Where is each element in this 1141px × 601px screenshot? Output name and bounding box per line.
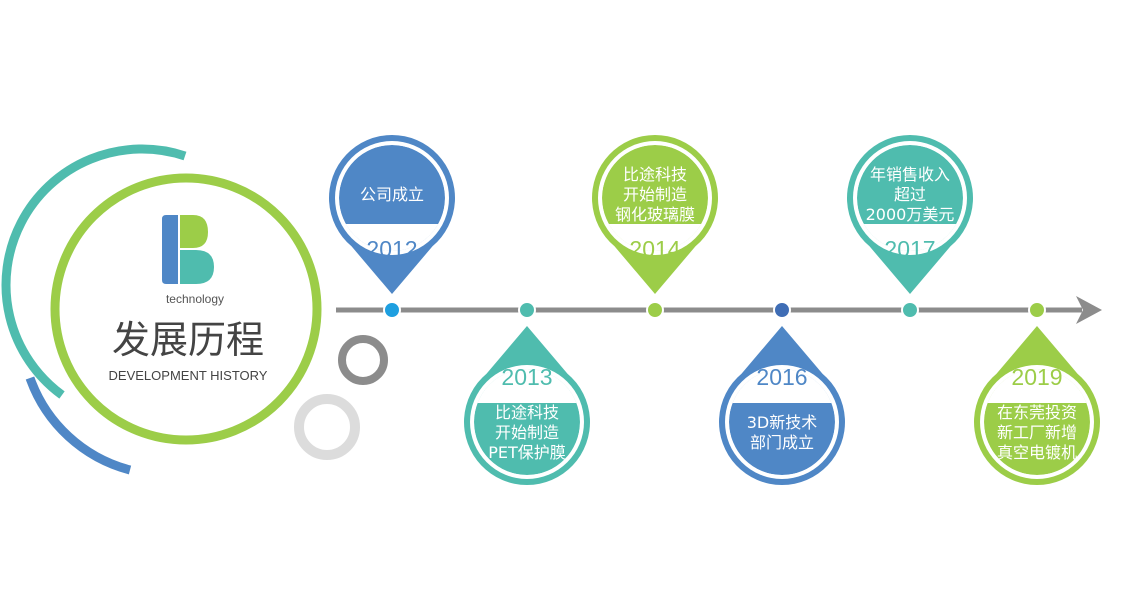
timeline-arrow-icon (1076, 296, 1102, 324)
milestone-description-line: 开始制造 (495, 423, 559, 442)
milestone-year: 2014 (629, 236, 680, 262)
milestone-description-line: 年销售收入 (870, 165, 950, 184)
timeline-dot (518, 301, 536, 319)
timeline-dot (646, 301, 664, 319)
page-subtitle: DEVELOPMENT HISTORY (109, 368, 268, 383)
main-green-ring (50, 173, 322, 445)
page-title: 发展历程 (112, 318, 264, 362)
milestone-description-line: 比途科技 (623, 165, 687, 184)
pin-inner (602, 145, 708, 251)
milestone-description-line: 部门成立 (750, 433, 814, 452)
timeline-dot (773, 301, 791, 319)
milestone-description-line: 2000万美元 (866, 205, 955, 224)
light-gray-ring-decoration (294, 394, 360, 460)
gray-ring-decoration (338, 335, 388, 385)
milestone-description-line: 钢化玻璃膜 (615, 205, 695, 224)
brand-tagline: technology (166, 292, 224, 306)
milestone-year: 2012 (366, 236, 417, 262)
milestone-description-line: 新工厂新增 (997, 423, 1077, 442)
b-logo-icon (162, 215, 214, 284)
milestone-description-line: 开始制造 (623, 185, 687, 204)
milestone-description-line: 在东莞投资 (997, 403, 1077, 422)
milestone-description-line: 比途科技 (495, 403, 559, 422)
milestone-2012: 2012 公司成立 (329, 135, 455, 294)
pin-inner (729, 369, 835, 475)
timeline-dot (383, 301, 401, 319)
timeline-dot (901, 301, 919, 319)
timeline-dot (1028, 301, 1046, 319)
milestone-description-line: 公司成立 (360, 185, 424, 204)
milestone-description-line: 超过 (894, 185, 926, 204)
milestone-year: 2013 (501, 364, 552, 390)
milestone-description-line: 真空电镀机 (997, 443, 1077, 462)
milestone-description-line: 3D新技术 (747, 413, 818, 432)
milestone-year: 2017 (884, 236, 935, 262)
milestone-year: 2019 (1011, 364, 1062, 390)
milestone-description-line: PET保护膜 (488, 443, 566, 462)
blue-arc-decoration (25, 376, 132, 475)
pin-inner (474, 369, 580, 475)
milestone-year: 2016 (756, 364, 807, 390)
teal-arc-decoration (1, 144, 187, 399)
